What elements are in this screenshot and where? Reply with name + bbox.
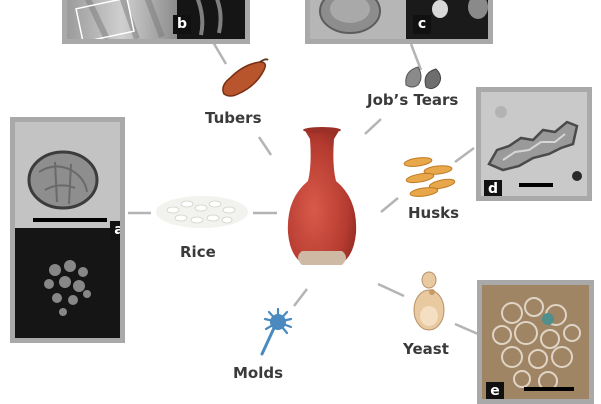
panel-letter-a: a — [110, 221, 120, 240]
connector-c — [409, 43, 423, 71]
molds-icon — [260, 308, 293, 356]
husks-icon — [403, 157, 456, 197]
connector-tubers — [257, 136, 273, 156]
micrograph-panel-a: a — [10, 117, 125, 343]
panel-letter-c: c — [413, 15, 431, 34]
panel-letter-d: d — [484, 180, 502, 196]
label-yeast: Yeast — [403, 340, 449, 358]
pottery-vessel — [287, 127, 357, 265]
micrograph-panel-d: d — [476, 87, 592, 201]
connector-d — [454, 146, 475, 164]
connector-husks — [380, 197, 399, 213]
connector-e — [454, 322, 479, 336]
micrograph-panel-b: b — [62, 0, 250, 44]
label-jobs-tears: Job’s Tears — [367, 91, 459, 109]
panel-letter-e: e — [486, 382, 504, 399]
rice-icon — [156, 196, 248, 228]
micrograph-panel-e: e — [477, 280, 594, 404]
yeast-icon — [413, 271, 445, 331]
connector-yeast — [377, 282, 405, 298]
panel-letter-b: b — [173, 15, 191, 34]
connector-b — [211, 41, 228, 65]
tuber-icon — [222, 58, 269, 97]
micrograph-panel-c: c — [305, 0, 493, 44]
label-husks: Husks — [408, 204, 460, 222]
jobs-tears-icon — [405, 66, 442, 90]
connector-jobs-tears — [364, 118, 382, 135]
label-rice: Rice — [180, 243, 216, 261]
label-molds: Molds — [233, 364, 284, 382]
label-tubers: Tubers — [205, 109, 262, 127]
connector-molds — [293, 288, 308, 307]
